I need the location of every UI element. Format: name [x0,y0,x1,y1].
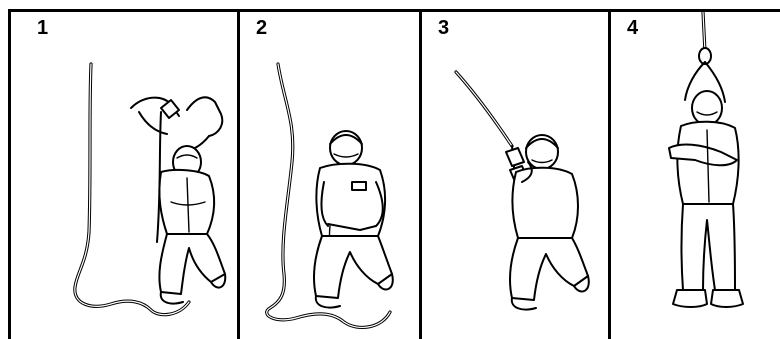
panel-2: 2 [240,9,419,339]
panel-3: 3 [422,9,608,339]
figure-kneeling-tying-rope-icon [11,12,237,339]
panel-4: 4 [611,9,780,339]
figure-hanging-from-rope-icon [611,12,780,339]
figure-kneeling-gripping-rope-icon [422,12,608,339]
figure-kneeling-adjusting-harness-icon [240,12,419,339]
panel-1: 1 [11,9,237,339]
